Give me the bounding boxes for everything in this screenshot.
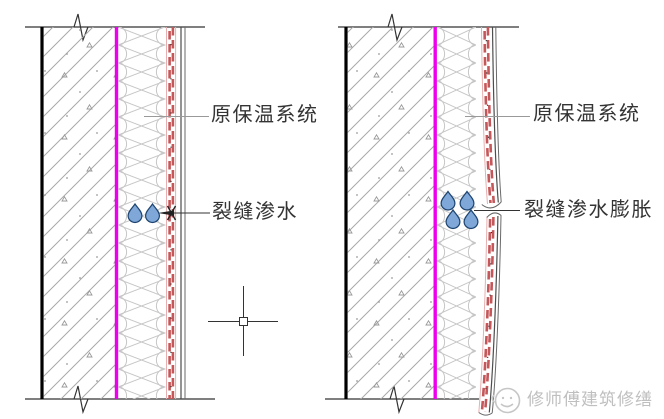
- label-insulation-system-right: 原保温系统: [533, 103, 641, 125]
- bulged-mortar-layer-lower: [478, 212, 502, 416]
- watermark-text: 修师傅建筑修缮: [527, 390, 653, 409]
- bulged-mortar-layer-upper: [481, 26, 502, 209]
- watermark-logo: [491, 387, 521, 414]
- leader-arrowhead: [158, 210, 174, 216]
- panel-right-wall-section: [325, 13, 530, 416]
- panel-left-wall-section: [25, 13, 278, 415]
- label-crack-seepage-left: 裂缝渗水: [212, 201, 298, 223]
- label-crack-seepage-expansion-right: 裂缝渗水膨胀: [524, 199, 653, 221]
- concrete-aggregate-specks: [347, 27, 434, 399]
- crosshair-cursor: [208, 286, 278, 356]
- concrete-aggregate-specks: [43, 27, 116, 399]
- label-insulation-system-left: 原保温系统: [211, 104, 319, 126]
